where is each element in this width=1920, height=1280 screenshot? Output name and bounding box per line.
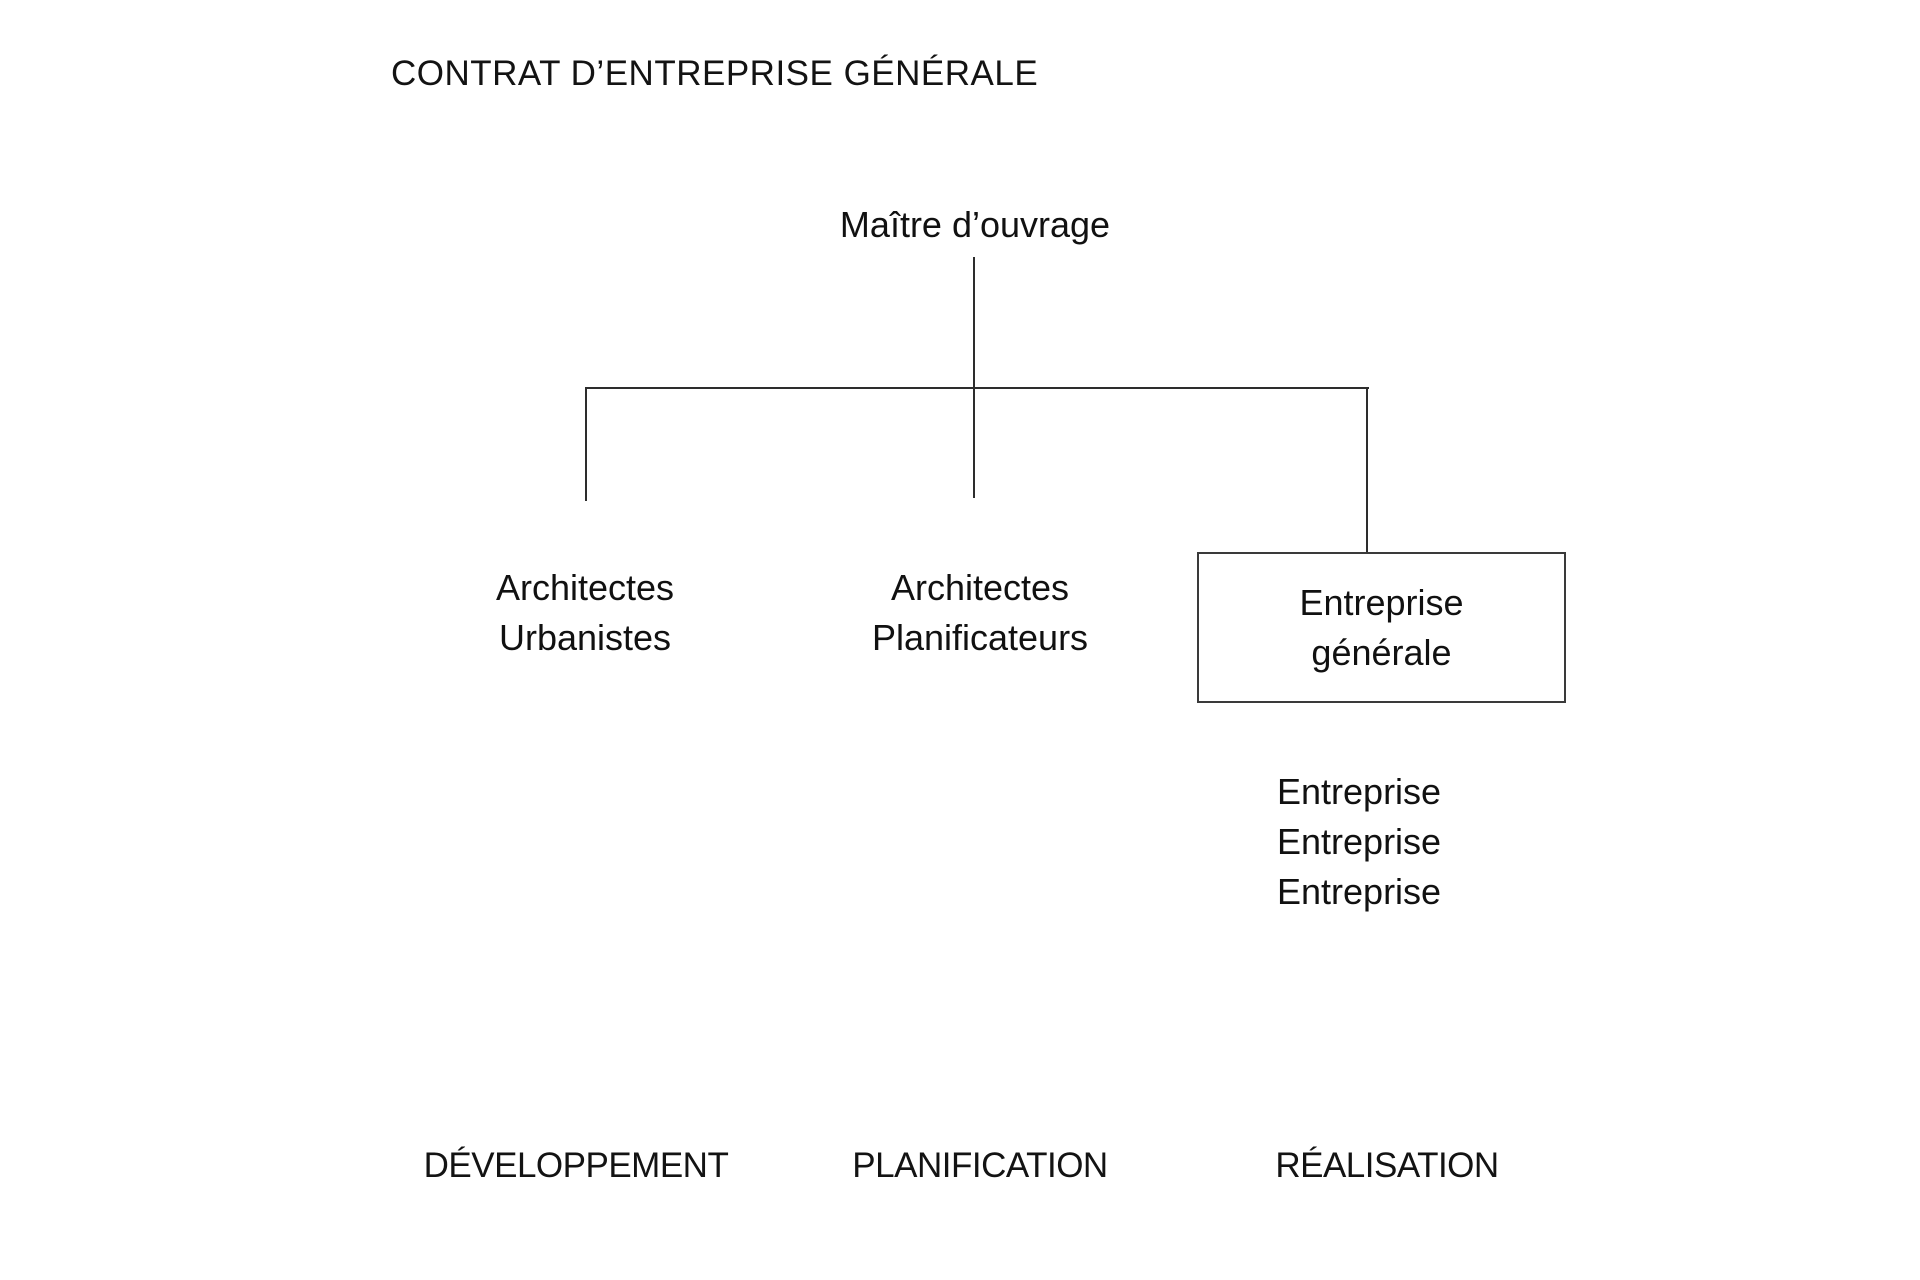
- connector-drop-left: [585, 387, 587, 501]
- connector-drop-right: [1366, 387, 1368, 554]
- phase-label-planification: PLANIFICATION: [852, 1146, 1108, 1185]
- subcontractor-item: Entreprise: [1277, 871, 1442, 912]
- node-architectes-urbanistes: Architectes Urbanistes: [496, 563, 674, 663]
- subcontractor-list: Entreprise Entreprise Entreprise: [1277, 767, 1441, 917]
- node-architectes-planificateurs: Architectes Planificateurs: [872, 563, 1088, 663]
- connector-horizontal-bar: [585, 387, 1369, 389]
- subcontractor-item: Entreprise: [1277, 771, 1442, 812]
- phase-label-developpement: DÉVELOPPEMENT: [423, 1146, 729, 1185]
- subcontractor-item: Entreprise: [1277, 821, 1442, 862]
- node-label-line: Planificateurs: [871, 617, 1089, 658]
- node-label-line: Architectes: [495, 567, 675, 608]
- node-label-line: générale: [1311, 631, 1452, 673]
- root-node-maitre-douvrage: Maître d’ouvrage: [839, 204, 1111, 245]
- phase-label-realisation: RÉALISATION: [1275, 1146, 1499, 1185]
- node-label-line: Architectes: [890, 567, 1070, 608]
- connector-root-stem: [973, 257, 975, 498]
- node-label-line: Entreprise: [1299, 581, 1464, 623]
- node-entreprise-generale-box: Entreprise générale: [1197, 552, 1566, 703]
- diagram-title: CONTRAT D’ENTREPRISE GÉNÉRALE: [391, 54, 1039, 93]
- node-label-line: Urbanistes: [498, 617, 672, 658]
- node-entreprise-generale-label: Entreprise générale: [1299, 578, 1463, 678]
